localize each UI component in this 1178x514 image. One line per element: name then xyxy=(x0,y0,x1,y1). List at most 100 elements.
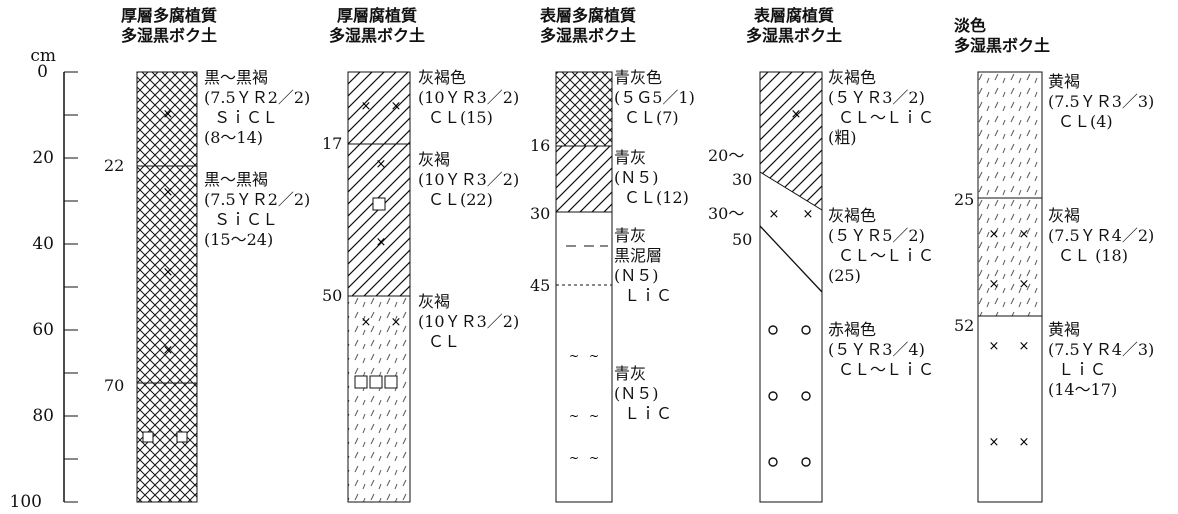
profile-2-title: 厚層腐植質 多湿黒ボク土 xyxy=(312,6,442,46)
horizon-description-line: (10ＹＲ3／2) xyxy=(418,312,520,331)
horizon-description-line: ＣＬ～ＬｉＣ xyxy=(838,246,935,265)
profile-3-column xyxy=(555,71,613,503)
horizon-description-line: 黒～黒褐 xyxy=(204,68,269,87)
horizon-description-line: 灰褐色 xyxy=(828,206,877,225)
profile-5-column xyxy=(977,71,1043,503)
horizon-description-line: (7.5ＹＲ2／2) xyxy=(204,88,311,107)
horizon-description: 灰褐(7.5ＹＲ4／2)ＣＬ (18) xyxy=(1048,206,1154,266)
horizon-description: 青灰(Ｎ５)ＬｉＣ xyxy=(614,364,672,424)
horizon-description-line: 黒泥層 xyxy=(614,246,663,265)
horizon-description: 灰褐色(５ＹＲ5／2)ＣＬ～ＬｉＣ(25) xyxy=(828,206,934,286)
horizon-description-line: 黄褐 xyxy=(1048,72,1081,91)
mottle-mark: × xyxy=(376,235,387,250)
profile-1-title-line2: 多湿黒ボク土 xyxy=(120,26,217,45)
horizon-description-line: 黒～黒褐 xyxy=(204,170,269,189)
horizon-description-line: ＣＬ(12) xyxy=(624,188,689,207)
mottle-mark: × xyxy=(989,277,1000,292)
mottle-mark: × xyxy=(391,99,402,114)
profile-4-title-line1: 表層腐植質 xyxy=(753,6,834,25)
horizon-description-line: (25) xyxy=(828,266,861,285)
mottle-mark: × xyxy=(376,157,387,172)
horizon-description-line: ＣＬ(4) xyxy=(1058,112,1113,131)
depth-mark: 52 xyxy=(954,316,975,335)
horizon-description-line: (14～17) xyxy=(1048,380,1118,399)
mottle-mark: × xyxy=(989,227,1000,242)
profile-4-column xyxy=(759,71,823,503)
depth-mark: 50 xyxy=(322,286,343,305)
profile-1-title: 厚層多腐植質 多湿黒ボク土 xyxy=(104,6,234,46)
horizon-description-line: (7.5ＹＲ4／2) xyxy=(1048,226,1155,245)
horizon-description-line: (15～24) xyxy=(204,230,274,249)
horizon-description-line: ＬｉＣ xyxy=(1058,360,1107,379)
horizon-description: 灰褐(10ＹＲ3／2)ＣＬ(22) xyxy=(418,150,519,210)
horizon-description-line: ＣＬ～ＬｉＣ xyxy=(838,108,935,127)
horizon-description-line: (Ｎ５) xyxy=(614,384,659,403)
profile-1-column xyxy=(136,71,198,503)
horizon-description-line: (５ＹＲ3／2) xyxy=(828,88,925,107)
depth-mark: 30～ xyxy=(708,204,745,223)
horizon-description-line: ＬｉＣ xyxy=(624,286,673,305)
wavy-mark: ~ xyxy=(589,451,599,465)
wavy-mark: ~ xyxy=(589,409,599,423)
horizon-description-line: ＬｉＣ xyxy=(624,404,673,423)
horizon-description-line: 青灰 xyxy=(614,148,647,167)
axis-tick-label: 0 xyxy=(37,62,48,82)
horizon-description-line: 灰褐色 xyxy=(418,68,467,87)
horizon-description-line: (8～14) xyxy=(204,128,264,147)
mottle-mark: × xyxy=(1019,277,1030,292)
mottle-mark: × xyxy=(163,343,174,358)
mottle-mark: × xyxy=(163,107,174,122)
profile-4-title-line2: 多湿黒ボク土 xyxy=(745,26,842,45)
mottle-mark: × xyxy=(791,107,802,122)
horizon-description: 灰褐色(５ＹＲ3／2)ＣＬ～ＬｉＣ(粗) xyxy=(828,68,934,148)
depth-mark: 17 xyxy=(322,134,343,153)
horizon-description: 黄褐(7.5ＹＲ4／3)ＬｉＣ(14～17) xyxy=(1048,320,1154,400)
horizon-description-line: 青灰 xyxy=(614,226,647,245)
axis-tick-label: 40 xyxy=(32,234,54,254)
mottle-mark: × xyxy=(989,339,1000,354)
horizon-description-line: 黄褐 xyxy=(1048,320,1081,339)
horizon-description-line: 灰褐色 xyxy=(828,68,877,87)
horizon-description-line: ＣＬ xyxy=(428,332,461,351)
horizon-description: 黄褐(7.5ＹＲ3／3)ＣＬ(4) xyxy=(1048,72,1154,132)
horizon-description-line: (５Ｇ5／1) xyxy=(614,88,695,107)
depth-mark: 20～ xyxy=(708,146,745,165)
horizon-description-line: ＣＬ(15) xyxy=(428,108,493,127)
horizon-description-line: 灰褐 xyxy=(1048,206,1081,225)
profile-1-title-line1: 厚層多腐植質 xyxy=(120,6,217,25)
profile-5-title-line2: 多湿黒ボク土 xyxy=(954,36,1051,55)
mottle-mark: × xyxy=(1019,227,1030,242)
horizon-description-line: ＣＬ～ＬｉＣ xyxy=(838,360,935,379)
profile-2-title-line1: 厚層腐植質 xyxy=(336,6,417,25)
axis-unit-label: cm xyxy=(30,46,56,66)
depth-mark: 22 xyxy=(104,156,125,175)
depth-mark: 30 xyxy=(530,204,551,223)
horizon-description: 赤褐色(５ＹＲ3／4)ＣＬ～ＬｉＣ xyxy=(828,320,934,380)
horizon-description-line: (7.5ＹＲ3／3) xyxy=(1048,92,1155,111)
horizon-description: 黒～黒褐(7.5ＹＲ2／2)ＳｉＣＬ(8～14) xyxy=(204,68,310,148)
profile-2-title-line2: 多湿黒ボク土 xyxy=(328,26,425,45)
profile-3-title-line1: 表層多腐植質 xyxy=(539,6,636,25)
horizon-description-line: 灰褐 xyxy=(418,292,451,311)
horizon-description: 青灰(Ｎ５)ＣＬ(12) xyxy=(614,148,689,208)
wavy-mark: ~ xyxy=(569,409,579,423)
horizon-description-line: ＣＬ(7) xyxy=(624,108,679,127)
wavy-mark: ~ xyxy=(569,451,579,465)
horizon-description: 黒～黒褐(7.5ＹＲ2／2)ＳｉＣＬ(15～24) xyxy=(204,170,310,250)
depth-axis xyxy=(63,71,78,503)
mottle-mark: × xyxy=(803,207,814,222)
profile-2-column xyxy=(347,71,411,503)
horizon-description-line: 赤褐色 xyxy=(828,320,877,339)
wavy-mark: ~ xyxy=(589,349,599,363)
depth-mark: 45 xyxy=(530,276,551,295)
horizon-description-line: ＳｉＣＬ xyxy=(214,108,279,127)
axis-tick-label: 100 xyxy=(9,492,42,512)
horizon-description-line: (５ＹＲ3／4) xyxy=(828,340,925,359)
horizon-description-line: ＣＬ (18) xyxy=(1058,246,1128,265)
horizon-description: 灰褐色(10ＹＲ3／2)ＣＬ(15) xyxy=(418,68,519,128)
depth-mark: 50 xyxy=(732,230,753,249)
profile-3-title: 表層多腐植質 多湿黒ボク土 xyxy=(518,6,658,46)
horizon-description-line: ＳｉＣＬ xyxy=(214,210,279,229)
mottle-mark: × xyxy=(1019,339,1030,354)
